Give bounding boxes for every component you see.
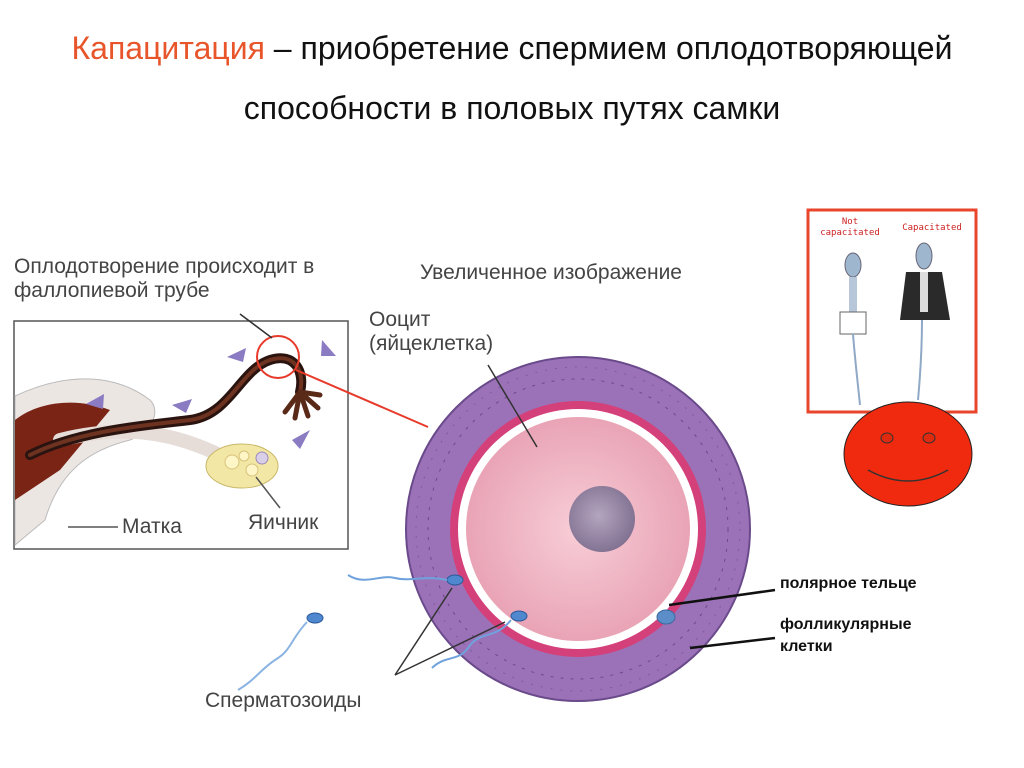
- follicular-cells-label: фолликулярные клетки: [780, 616, 912, 655]
- fertilization-label: Оплодотворение происходит в фаллопиевой …: [14, 255, 315, 302]
- magnified-label: Увеличенное изображение: [420, 261, 682, 284]
- uterus-label: Матка: [122, 515, 182, 538]
- capacitation-inset: [806, 208, 978, 414]
- capacitated-label: Capacitated: [902, 223, 962, 233]
- title-rest: – приобретение спермием оплодотворяющей …: [243, 30, 953, 126]
- polar-body-label: полярное тельце: [780, 575, 917, 592]
- sperm-cells: [237, 574, 528, 691]
- smiley-face: [843, 401, 973, 507]
- sperm-label: Сперматозоиды: [205, 689, 362, 712]
- oocyte-illustration: [405, 356, 751, 702]
- not-capacitated-label: Not capacitated: [820, 217, 880, 238]
- zoom-connector: [295, 369, 429, 428]
- oocyte-label: Ооцит (яйцеклетка): [369, 308, 494, 355]
- ovary-label: Яичник: [248, 511, 319, 534]
- reproductive-tract-inset: [13, 313, 349, 550]
- title-highlight: Капацитация: [71, 30, 265, 66]
- slide-title: Капацитация – приобретение спермием опло…: [40, 18, 984, 138]
